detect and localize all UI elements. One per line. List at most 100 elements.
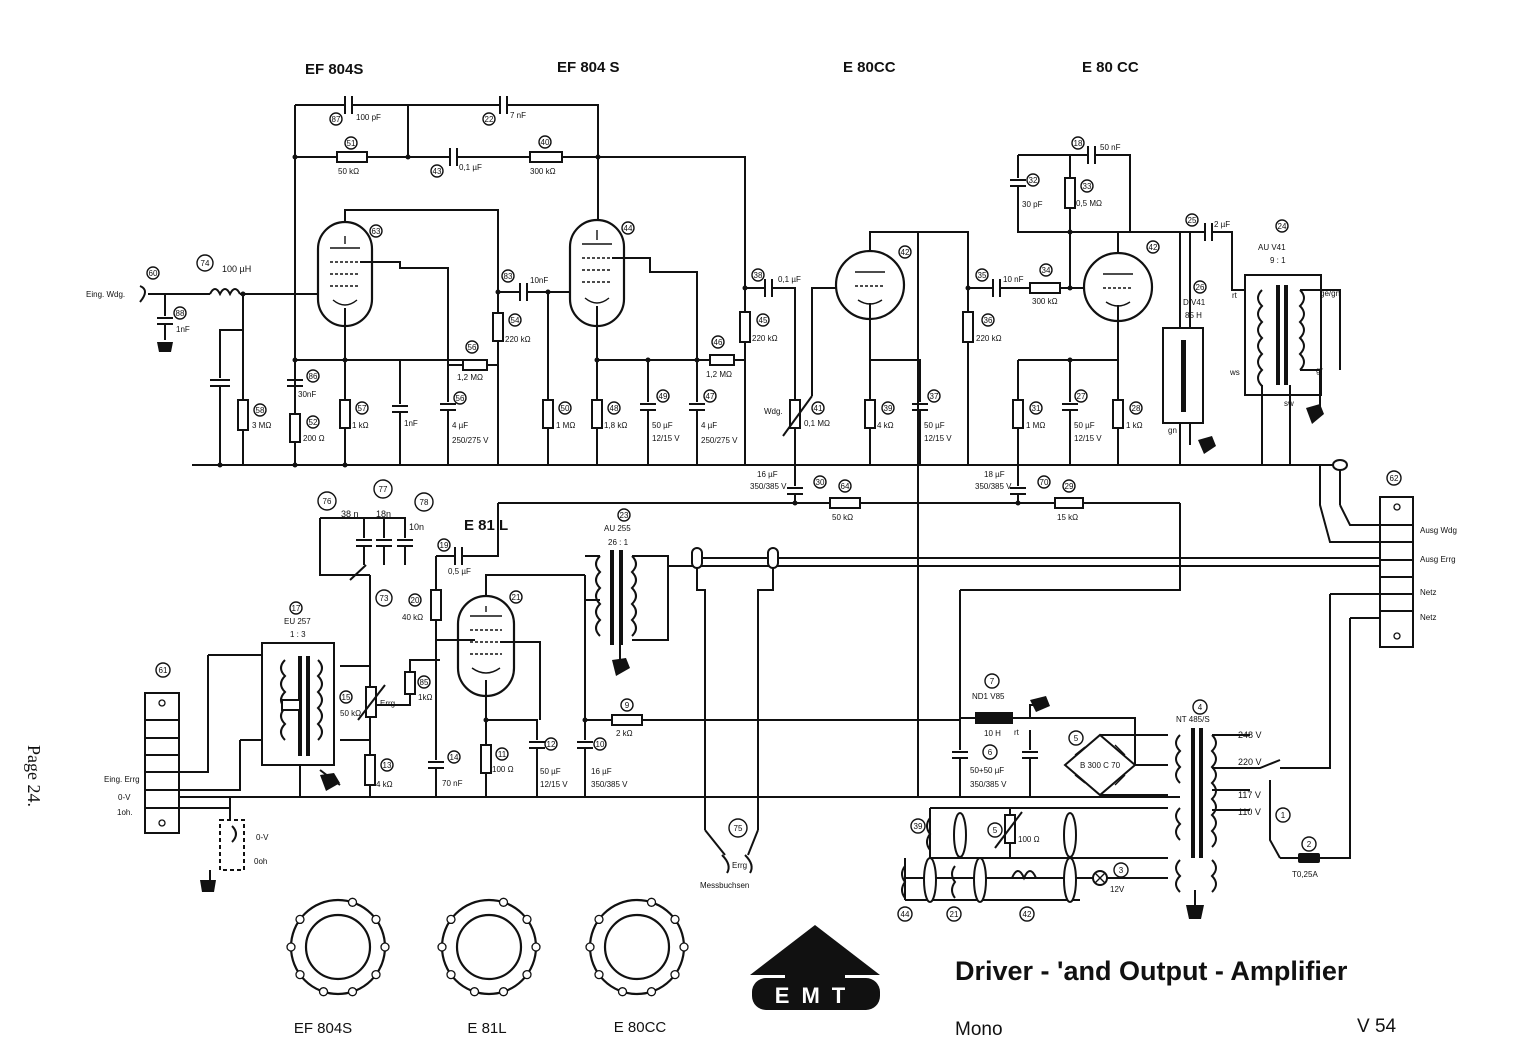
svg-text:36: 36 [984, 316, 993, 325]
c86-value: 30nF [298, 390, 316, 399]
t24-rt: rt [1232, 291, 1238, 300]
c37-value: 50 µF [924, 421, 945, 430]
t4-117v: 117 V [1238, 790, 1261, 800]
svg-text:42: 42 [1023, 910, 1032, 919]
svg-text:46: 46 [714, 338, 723, 347]
diagram-title: Driver - 'and Output - Amplifier [955, 956, 1348, 986]
r28-value: 1 kΩ [1126, 421, 1143, 430]
c47-voltage: 250/275 V [701, 436, 738, 445]
r50-value: 1 MΩ [556, 421, 575, 430]
svg-text:rt: rt [1014, 728, 1020, 737]
c32-value: 30 pF [1022, 200, 1043, 209]
base-pin [617, 987, 628, 997]
base-pin [498, 897, 509, 907]
c18b-voltage: 350/385 V [975, 482, 1012, 491]
base-pin [522, 914, 532, 925]
power-supply [901, 232, 1351, 919]
svg-text:11: 11 [498, 750, 507, 759]
c56-value: 4 µF [452, 421, 468, 430]
svg-text:13: 13 [383, 761, 392, 770]
base-pin [646, 897, 657, 907]
inductor-value: 100 µH [222, 264, 251, 274]
t24-ratio: 9 : 1 [1270, 256, 1286, 265]
lamp-12v: 12V [1110, 885, 1125, 894]
r100-value: 100 Ω [1018, 835, 1040, 844]
input-connector[interactable] [144, 655, 245, 892]
emt-logo: EMT [750, 925, 880, 1010]
t4-248v: 248 V [1238, 730, 1262, 740]
base-title-ef804s: EF 804S [294, 1020, 352, 1037]
svg-text:56: 56 [468, 343, 477, 352]
svg-text:19: 19 [440, 541, 449, 550]
c43-value: 0,1 µF [459, 163, 482, 172]
t23-type: AU 255 [604, 524, 631, 533]
svg-text:44: 44 [901, 910, 910, 919]
svg-text:38: 38 [754, 271, 763, 280]
output-transformer [1162, 223, 1348, 505]
svg-text:7: 7 [990, 677, 995, 686]
svg-text:37: 37 [930, 392, 939, 401]
svg-text:75: 75 [734, 824, 743, 833]
base-title-e80cc: E 80CC [614, 1019, 667, 1036]
t24-ge-gn: ge/gn [1320, 289, 1340, 298]
t24-gr: gr [1316, 366, 1323, 375]
svg-text:76: 76 [323, 497, 332, 506]
l7-type: ND1 V85 [972, 692, 1005, 701]
svg-text:18: 18 [1074, 139, 1083, 148]
r52-value: 200 Ω [303, 434, 325, 443]
measurement-jacks[interactable] [704, 829, 759, 874]
p41-value: 0,1 MΩ [804, 419, 830, 428]
svg-text:23: 23 [620, 511, 629, 520]
jack-messbuchsen: Messbuchsen [700, 881, 749, 890]
base-pin [371, 969, 381, 980]
r13-value: 4 kΩ [376, 780, 393, 789]
svg-text:63: 63 [372, 227, 381, 236]
c22-value: 7 nF [510, 111, 526, 120]
svg-text:74: 74 [201, 259, 210, 268]
svg-text:44: 44 [624, 224, 633, 233]
svg-text:29: 29 [1065, 482, 1074, 491]
ausg-errg-label: Ausg Errg [1420, 555, 1456, 564]
svg-text:3: 3 [1119, 866, 1124, 875]
svg-text:64: 64 [841, 482, 850, 491]
svg-text:49: 49 [659, 392, 668, 401]
base-pin [286, 942, 296, 952]
svg-text:24: 24 [1278, 222, 1287, 231]
c77-value: 18n [376, 509, 391, 519]
c10-voltage: 350/385 V [591, 780, 628, 789]
p15-value: 50 kΩ [340, 709, 361, 718]
t24-ws: ws [1229, 368, 1240, 377]
c12-value: 50 µF [540, 767, 561, 776]
tube-base-e80cc [588, 898, 686, 996]
l26-type: D V41 [1183, 298, 1206, 307]
c16-value: 16 µF [757, 470, 778, 479]
netz2-label: Netz [1420, 613, 1436, 622]
t24-type: AU V41 [1258, 243, 1286, 252]
t4-220v: 220 V [1238, 757, 1262, 767]
t4-type: NT 485/S [1176, 715, 1210, 724]
c19-value: 0,5 µF [448, 567, 471, 576]
svg-text:39: 39 [884, 404, 893, 413]
svg-text:27: 27 [1077, 392, 1086, 401]
svg-text:45: 45 [759, 316, 768, 325]
svg-text:1: 1 [1281, 811, 1286, 820]
base-pin [585, 942, 595, 952]
output-connector[interactable] [697, 465, 1414, 648]
svg-text:48: 48 [610, 404, 619, 413]
ausg-wdg-label: Ausg Wdg [1420, 526, 1457, 535]
base-title-e81l: E 81L [467, 1020, 506, 1037]
r40-value: 300 kΩ [530, 167, 556, 176]
base-pin [594, 969, 604, 980]
svg-text:25: 25 [1188, 216, 1197, 225]
base-pin [380, 942, 390, 952]
svg-text:22: 22 [485, 115, 494, 124]
base-pin [347, 897, 358, 907]
c87-value: 100 pF [356, 113, 381, 122]
jack-errg: Errg [732, 861, 747, 870]
svg-text:6: 6 [988, 748, 993, 757]
r39-value: 4 kΩ [877, 421, 894, 430]
c10-value: 16 µF [591, 767, 612, 776]
svg-text:28: 28 [1132, 404, 1141, 413]
c6-value: 50+50 µF [970, 766, 1004, 775]
